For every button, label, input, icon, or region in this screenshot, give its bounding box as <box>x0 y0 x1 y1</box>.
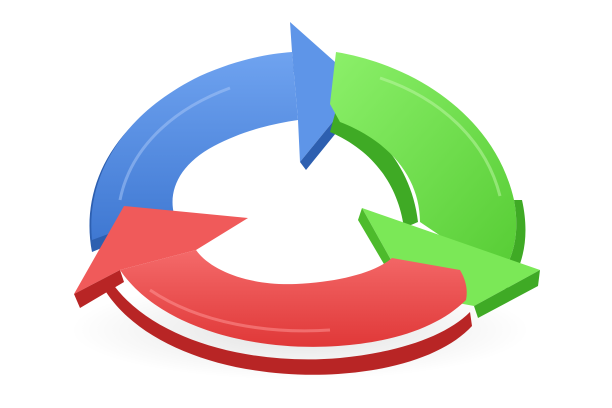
red-arrow-head-side <box>74 270 124 308</box>
red-arrow-body <box>120 250 467 347</box>
red-arrow-side <box>106 280 472 375</box>
green-arrow-head-side <box>474 270 540 318</box>
red-arrow-head <box>74 206 248 294</box>
blue-arrow-head <box>290 22 362 162</box>
red-arrow-highlight <box>149 288 331 333</box>
green-arrow-side-inner <box>330 110 418 228</box>
green-arrow-highlight <box>379 76 502 197</box>
blue-arrow-highlight <box>118 86 231 201</box>
red-arrow <box>74 206 472 375</box>
green-arrow-body <box>330 52 517 276</box>
blue-arrow-body <box>91 52 298 240</box>
